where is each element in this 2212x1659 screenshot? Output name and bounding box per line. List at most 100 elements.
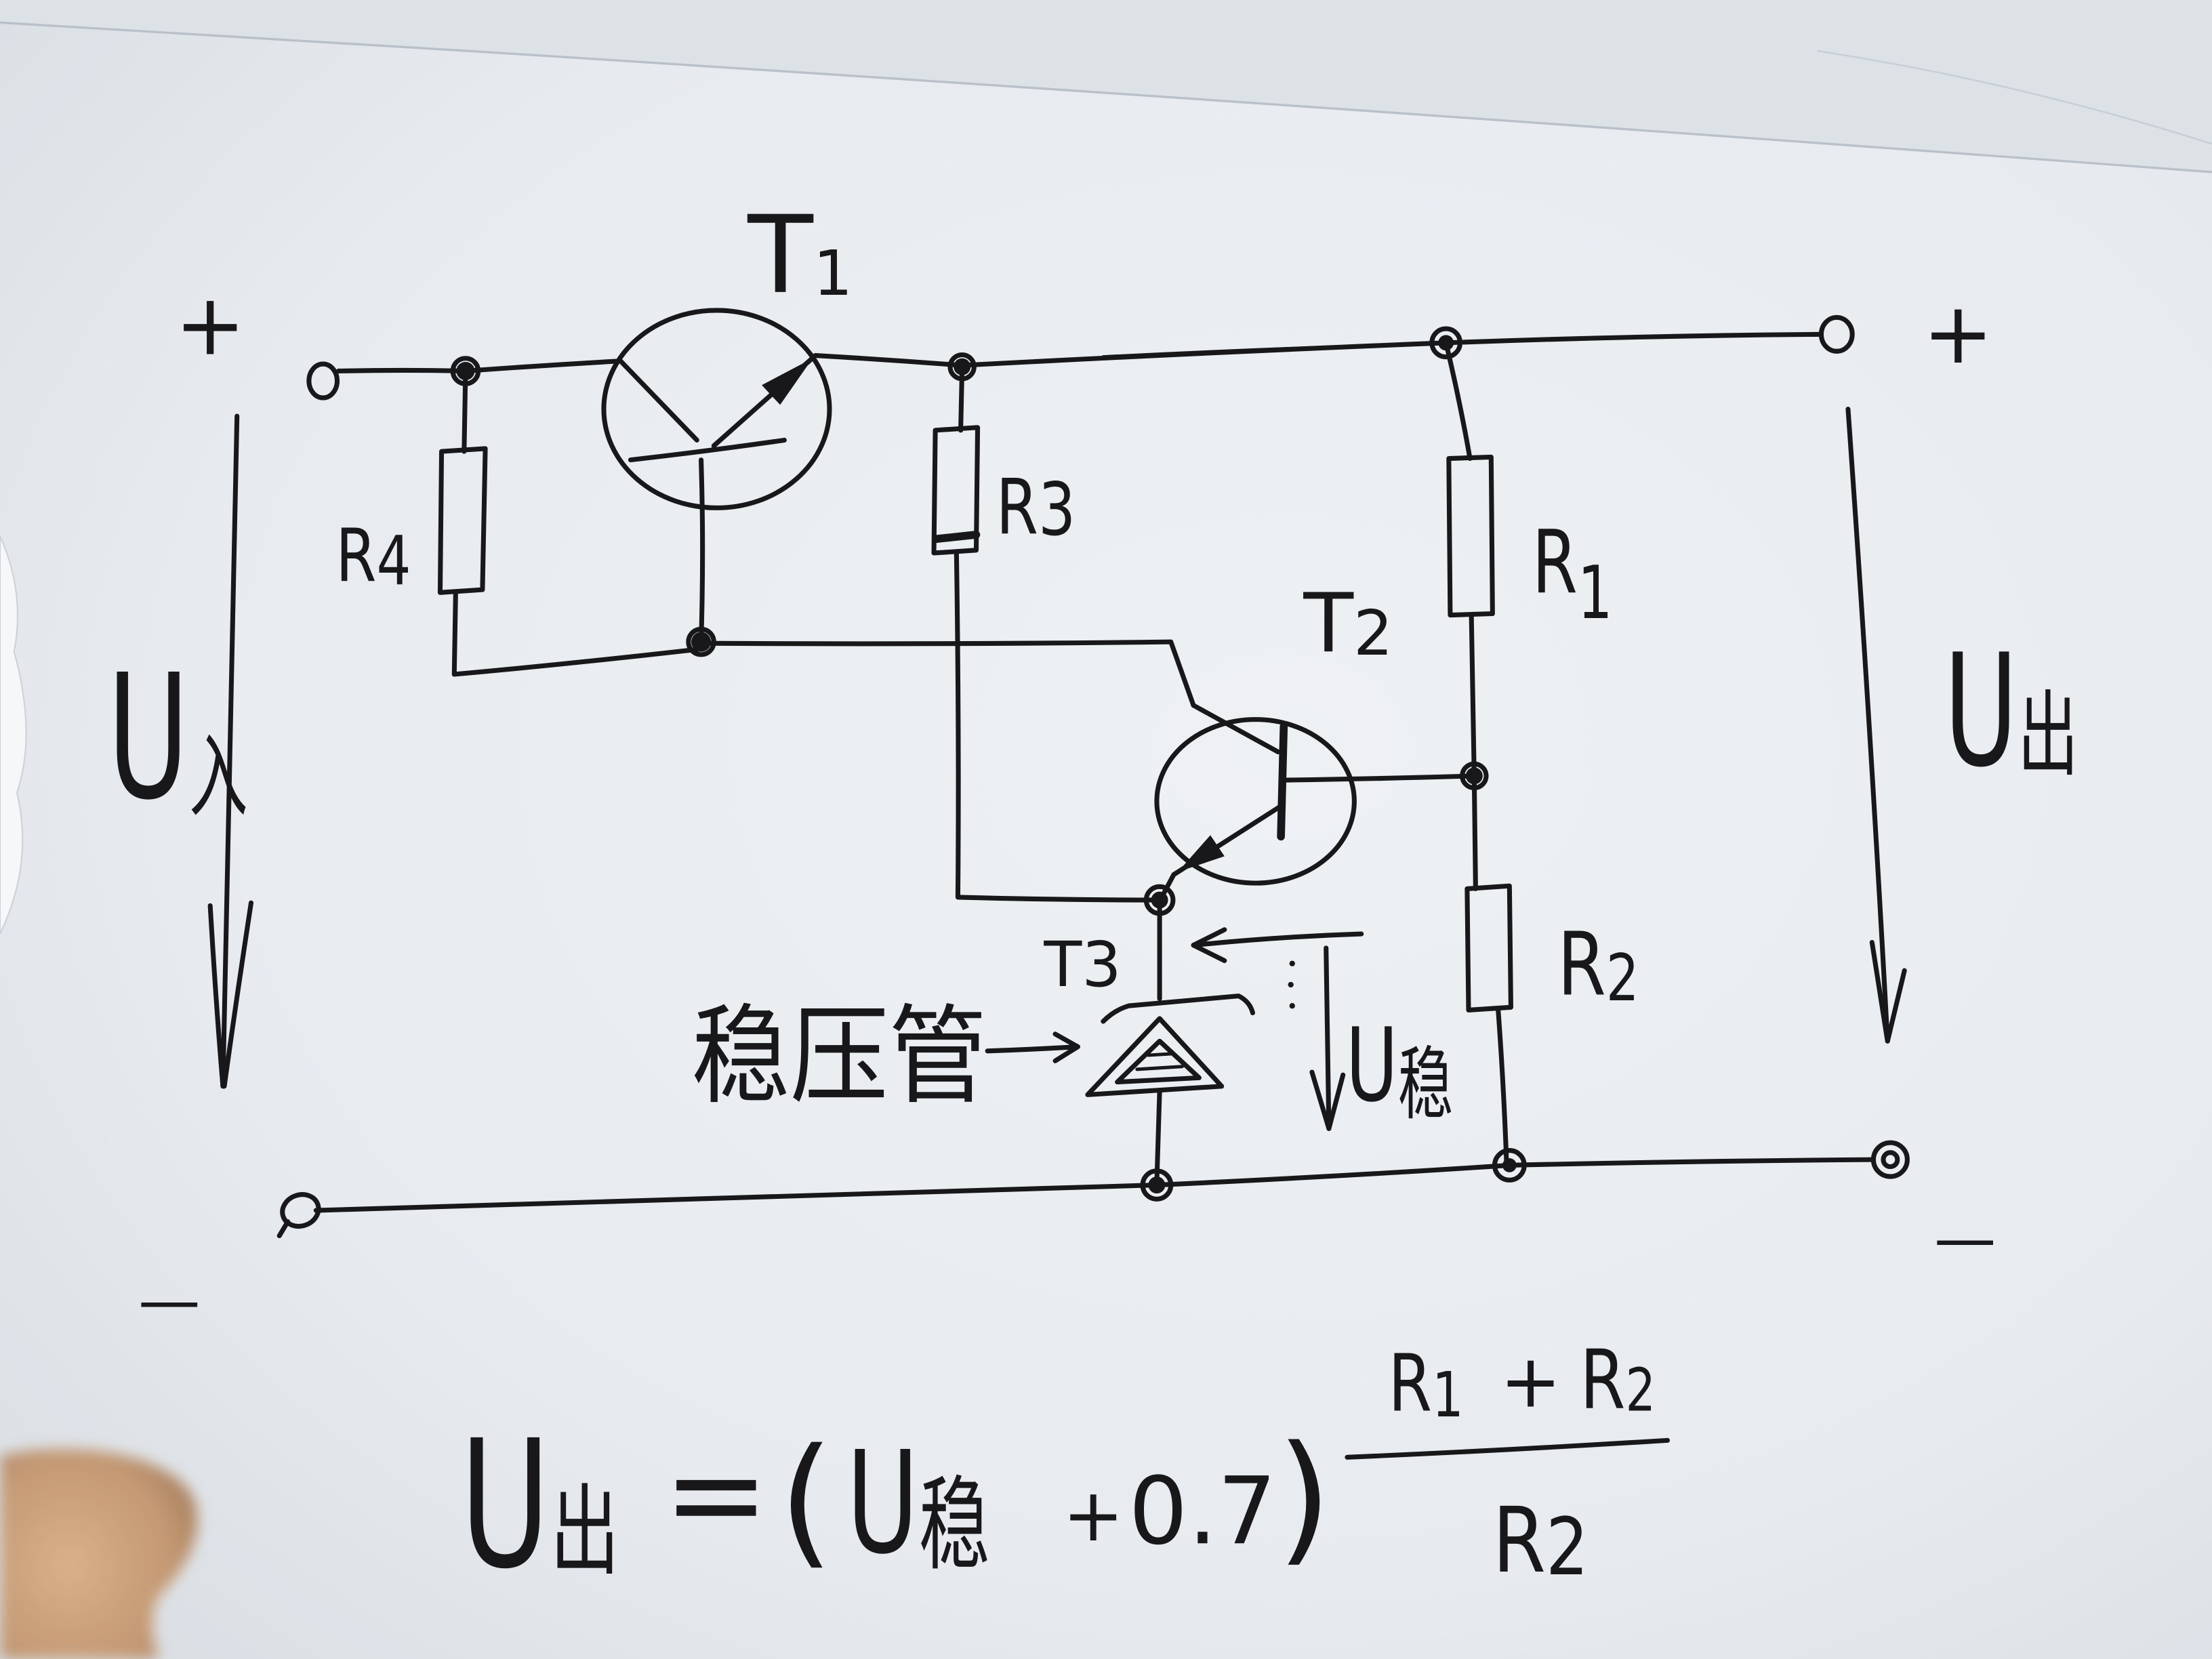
u-in-subscript: 入 bbox=[189, 726, 248, 830]
r4-body bbox=[437, 446, 488, 595]
input-plus-terminal bbox=[306, 361, 340, 401]
output-voltage-arrow bbox=[1845, 407, 1907, 1044]
junction-dot-ring bbox=[686, 626, 716, 657]
zener-triangle-hatch bbox=[1135, 1052, 1184, 1071]
formula-constant: 0.7 bbox=[1128, 1457, 1276, 1565]
junction-dot-ring bbox=[1492, 1148, 1527, 1183]
junction-dot-r2-bottom bbox=[1492, 1148, 1527, 1183]
junction-dot-divider-mid bbox=[1460, 761, 1489, 791]
formula-numerator-first-letter: R bbox=[1388, 1337, 1432, 1429]
paper-crease-line bbox=[1816, 49, 2212, 145]
formula-numerator-plus: + bbox=[1500, 1338, 1561, 1424]
t1-collector-line bbox=[618, 359, 699, 443]
input-voltage-arrow-head bbox=[207, 900, 254, 1089]
input-minus-terminal bbox=[276, 1192, 321, 1239]
zener-triangle bbox=[1085, 1016, 1225, 1097]
u-out-label: U出 bbox=[1944, 621, 2078, 802]
wire-zener-to-r2 bbox=[1154, 1162, 1512, 1188]
u-out-letter: U bbox=[1944, 621, 2018, 802]
resistor-r2 bbox=[1465, 773, 1513, 1168]
formula-denominator-letter: R bbox=[1492, 1488, 1546, 1593]
junction-dot-core bbox=[1465, 767, 1483, 785]
formula-lhs-letter: U bbox=[460, 1403, 550, 1607]
formula-plus: + bbox=[1063, 1473, 1124, 1558]
formula-numerator-second-index: 2 bbox=[1626, 1356, 1656, 1425]
input-voltage-arrow bbox=[207, 413, 254, 1089]
formula-open-paren: ( bbox=[779, 1419, 834, 1583]
formula-denominator-index: 2 bbox=[1546, 1501, 1589, 1593]
junction-dot-ring bbox=[1429, 326, 1463, 360]
r3-body-scribble bbox=[933, 531, 981, 544]
junction-dot-core bbox=[1151, 891, 1168, 909]
t1-body-circle bbox=[601, 308, 832, 510]
t2-body-circle bbox=[1154, 717, 1357, 886]
zener-voltage-pointer-line bbox=[1191, 931, 1364, 948]
formula-numerator-second-letter: R bbox=[1580, 1332, 1625, 1427]
formula-lhs: U出 bbox=[460, 1403, 619, 1607]
junction-dot-r4-top bbox=[450, 356, 481, 386]
zener-caption-arrow-shaft bbox=[985, 1044, 1080, 1054]
zener-voltage-pointer-head bbox=[1191, 927, 1227, 964]
r1-label-letter: R bbox=[1532, 511, 1578, 613]
junction-dot-ring bbox=[947, 352, 977, 382]
junction-dot-core bbox=[691, 632, 712, 652]
junction-dot-core bbox=[1438, 335, 1454, 351]
zener-voltage-dot-mark bbox=[1289, 960, 1295, 966]
r3-label-letter: R bbox=[996, 464, 1038, 552]
r4-bottom-lead bbox=[451, 590, 704, 677]
output-voltage-formula: U出 = ( U稳 + 0.7 ) R1 + R2 R2 bbox=[460, 1332, 1671, 1607]
zener-triangle-inner bbox=[1115, 1038, 1202, 1085]
zener-cathode-bar bbox=[1101, 994, 1256, 1024]
r2-label-letter: R bbox=[1557, 914, 1606, 1015]
output-voltage-arrow-head bbox=[1869, 939, 1907, 1044]
r1-bottom-lead bbox=[1469, 613, 1477, 779]
bottom-rail-wire bbox=[313, 1157, 1876, 1213]
transistor-t2 bbox=[1154, 703, 1477, 901]
junction-dot-t1-base bbox=[686, 626, 716, 657]
wire-junction-to-t1-collector bbox=[463, 359, 621, 374]
crumpled-left-edge bbox=[0, 535, 27, 935]
u-zener-label: U稳 bbox=[1346, 1006, 1453, 1130]
junction-dot-r1-top bbox=[1429, 326, 1463, 360]
r2-label-index: 2 bbox=[1606, 941, 1639, 1016]
formula-fraction-bar bbox=[1345, 1437, 1671, 1460]
formula-denominator: R2 bbox=[1492, 1488, 1589, 1593]
t2-base-lead bbox=[1281, 773, 1477, 783]
r1-label-index: 1 bbox=[1578, 550, 1613, 636]
t1-label: T1 bbox=[747, 193, 853, 318]
formula-equals: = bbox=[663, 1420, 769, 1568]
t1-base-lead bbox=[699, 457, 705, 644]
junction-dots bbox=[450, 326, 1527, 1202]
junction-dot-core bbox=[1148, 1176, 1166, 1194]
output-minus-terminal-core bbox=[1881, 1150, 1900, 1170]
zener-caption-arrow bbox=[985, 1031, 1080, 1063]
junction-dot-r3-top bbox=[947, 352, 977, 382]
zener-diode-t3 bbox=[1085, 906, 1256, 1185]
formula-numerator-first-index: 1 bbox=[1432, 1359, 1464, 1431]
wire-t1-emitter-to-r3-junction bbox=[813, 353, 965, 368]
formula-term-subscript: 稳 bbox=[919, 1466, 990, 1584]
r3-label: R3 bbox=[996, 464, 1076, 552]
zener-bottom-lead bbox=[1154, 1089, 1162, 1185]
wire-r2-to-output-minus bbox=[1507, 1157, 1876, 1168]
t1-label-letter: T bbox=[747, 193, 814, 318]
input-plus-sign: + bbox=[175, 276, 246, 374]
finger-shadow bbox=[0, 1449, 197, 1659]
output-minus-sign: — bbox=[1934, 1202, 1996, 1275]
transistor-t1 bbox=[601, 308, 832, 644]
r3-bottom-lead bbox=[954, 550, 1162, 903]
junction-dot-core bbox=[456, 361, 475, 380]
resistor-r3 bbox=[931, 364, 1162, 903]
zener-voltage-arrow-head bbox=[1309, 1069, 1346, 1131]
r3-label-index: 3 bbox=[1038, 468, 1076, 553]
t1-emitter-arrow bbox=[762, 358, 813, 405]
r1-label: R1 bbox=[1532, 511, 1613, 635]
input-minus-terminal-ring bbox=[280, 1192, 321, 1229]
r4-label-letter: R bbox=[335, 514, 376, 599]
t2-label-letter: T bbox=[1303, 577, 1354, 672]
r2-body bbox=[1465, 883, 1513, 1012]
formula-lhs-subscript: 出 bbox=[550, 1474, 619, 1589]
u-out-subscript: 出 bbox=[2018, 682, 2078, 790]
